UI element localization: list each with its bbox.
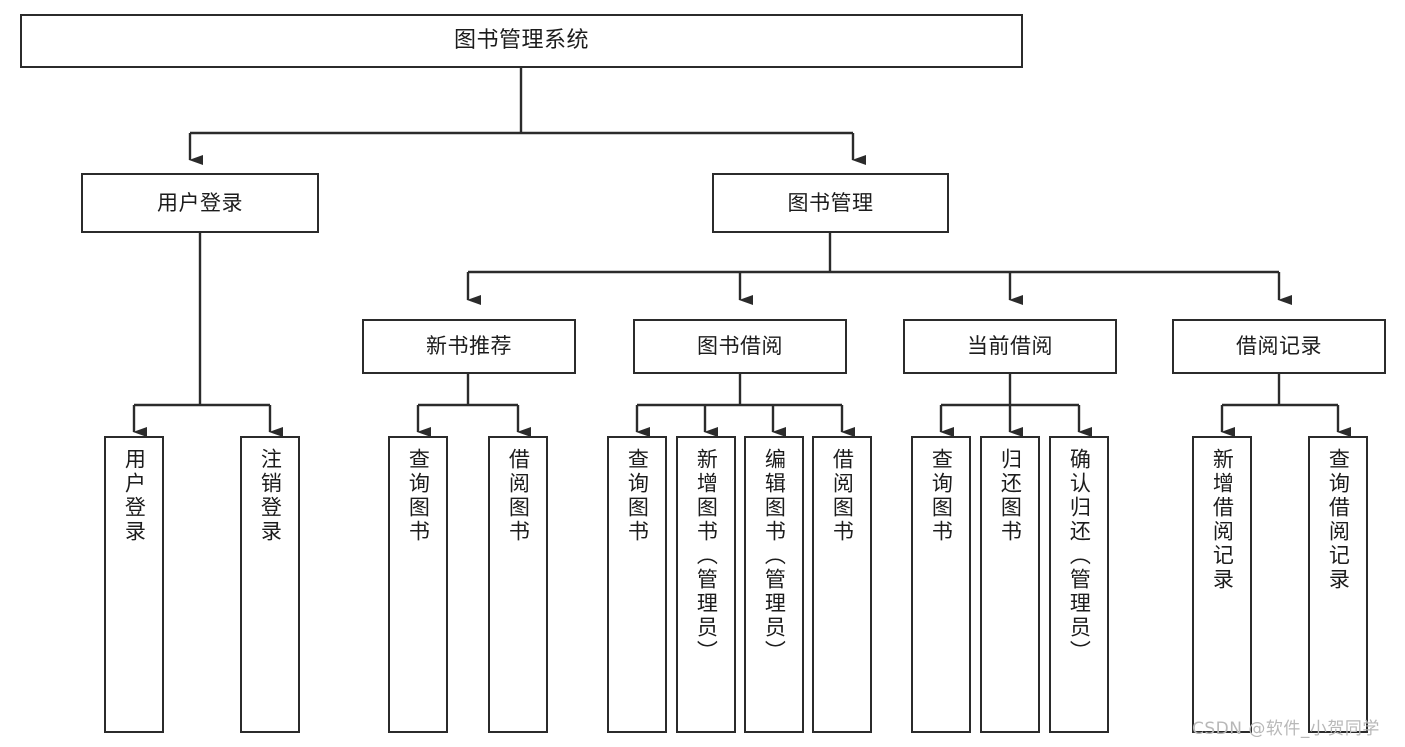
leaf-query-borrow-record[interactable]: 查询借阅记录	[1308, 436, 1368, 733]
node-label: 注销登录	[258, 448, 283, 544]
node-borrow-record[interactable]: 借阅记录	[1172, 319, 1386, 374]
node-label: 查询借阅记录	[1326, 448, 1351, 592]
leaf-confirm-return[interactable]: 确认归还（管理员）	[1049, 436, 1109, 733]
node-label: 新书推荐	[426, 334, 512, 359]
node-label: 查询图书	[625, 448, 650, 544]
node-label: 图书管理	[787, 190, 874, 215]
leaf-query-book-current[interactable]: 查询图书	[911, 436, 971, 733]
node-book-borrow[interactable]: 图书借阅	[633, 319, 847, 374]
node-label: 新增图书（管理员）	[694, 448, 719, 664]
node-label: 用户登录	[157, 190, 243, 215]
csdn-watermark: CSDN @软件_小贺同学	[1192, 719, 1380, 739]
leaf-edit-book[interactable]: 编辑图书（管理员）	[744, 436, 804, 733]
leaf-return-book[interactable]: 归还图书	[980, 436, 1040, 733]
node-label: 确认归还（管理员）	[1067, 448, 1092, 664]
node-label: 编辑图书（管理员）	[762, 448, 787, 664]
node-new-book-recommend[interactable]: 新书推荐	[362, 319, 576, 374]
leaf-add-book[interactable]: 新增图书（管理员）	[676, 436, 736, 733]
leaf-user-login[interactable]: 用户登录	[104, 436, 164, 733]
leaf-borrow-book-recommend[interactable]: 借阅图书	[488, 436, 548, 733]
leaf-query-book-recommend[interactable]: 查询图书	[388, 436, 448, 733]
node-label: 查询图书	[929, 448, 954, 544]
leaf-add-borrow-record[interactable]: 新增借阅记录	[1192, 436, 1252, 733]
node-label: 借阅记录	[1236, 334, 1322, 359]
node-label: 借阅图书	[830, 448, 855, 544]
leaf-query-book-borrow[interactable]: 查询图书	[607, 436, 667, 733]
node-label: 用户登录	[122, 448, 147, 544]
leaf-borrow-book-borrow[interactable]: 借阅图书	[812, 436, 872, 733]
node-label: 新增借阅记录	[1210, 448, 1235, 592]
node-label: 查询图书	[406, 448, 431, 544]
node-label: 归还图书	[998, 448, 1023, 544]
node-current-borrow[interactable]: 当前借阅	[903, 319, 1117, 374]
node-book-management[interactable]: 图书管理	[712, 173, 949, 233]
leaf-logout-login[interactable]: 注销登录	[240, 436, 300, 733]
node-label: 当前借阅	[967, 334, 1053, 359]
node-label: 借阅图书	[506, 448, 531, 544]
node-label: 图书管理系统	[453, 28, 589, 54]
node-user-login[interactable]: 用户登录	[81, 173, 319, 233]
node-root-book-management-system[interactable]: 图书管理系统	[20, 14, 1023, 68]
node-label: 图书借阅	[697, 334, 783, 359]
